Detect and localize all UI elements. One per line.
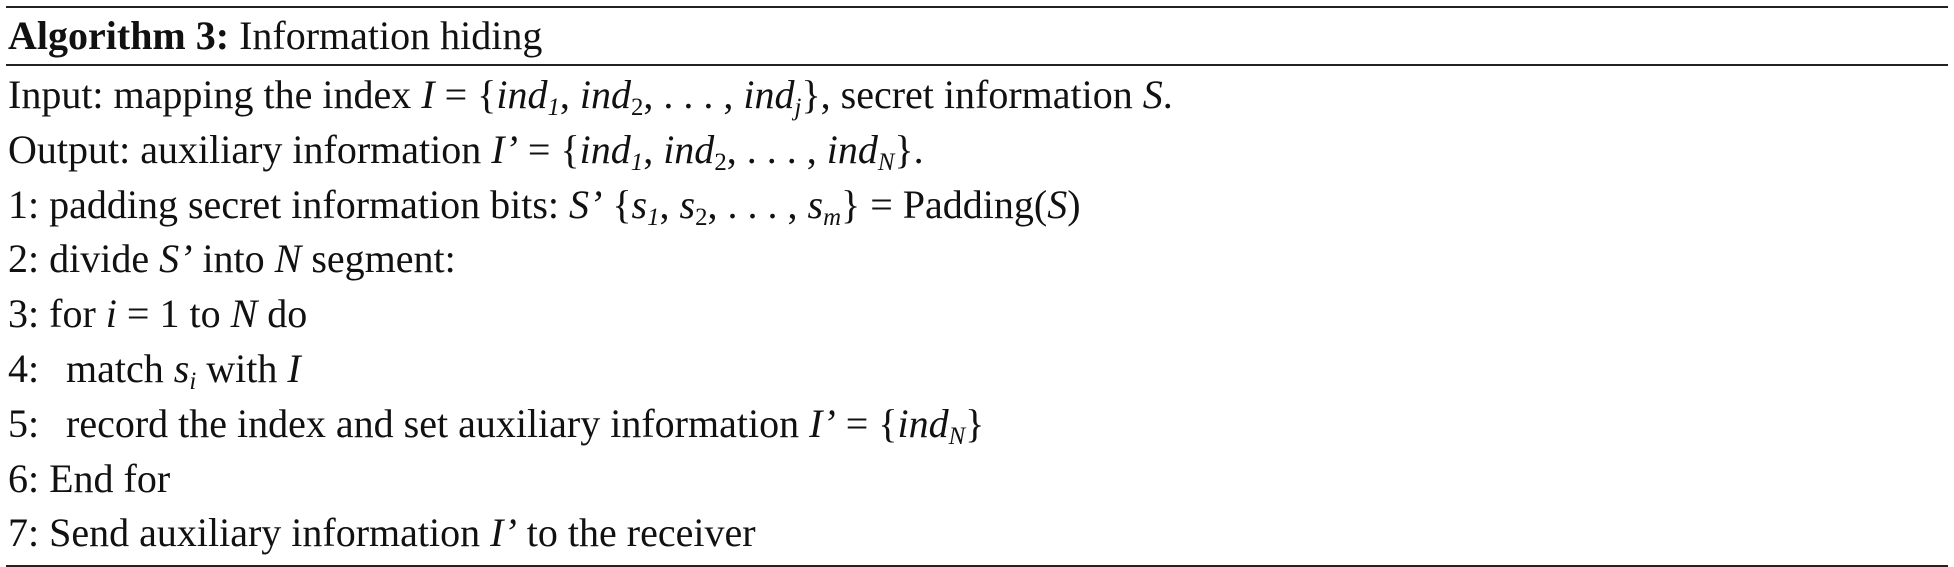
step-7: 7: Send auxiliary information I’ to the …	[6, 506, 1948, 561]
math-sub: N	[948, 422, 966, 450]
step-text: do	[257, 291, 308, 337]
step-5: 5: record the index and set auxiliary inf…	[6, 397, 1948, 452]
step-text: segment:	[301, 236, 456, 282]
math-ind: ind	[663, 126, 715, 172]
math-I-prime: I’	[809, 400, 836, 446]
math-ind: ind	[579, 72, 632, 117]
math-eq: =	[517, 126, 561, 172]
step-number: 3:	[8, 291, 40, 337]
step-number: 2:	[8, 236, 40, 282]
math-comma: ,	[707, 181, 728, 227]
input-text: Input: mapping the index	[8, 72, 422, 117]
math-comma: ,	[659, 181, 680, 227]
step-text: = 1 to	[116, 291, 231, 337]
math-rbrace: }	[965, 400, 985, 446]
input-text: .	[1162, 72, 1173, 117]
math-lbrace: {	[612, 181, 632, 227]
algorithm-body: Input: mapping the index I = {ind1, ind2…	[6, 66, 1948, 565]
math-S-prime: S’	[159, 236, 193, 282]
math-s: s	[631, 181, 648, 227]
math-i: i	[105, 291, 117, 337]
output-text: .	[913, 126, 924, 172]
math-sub: 2	[695, 203, 708, 231]
step-4: 4: match si with I	[6, 342, 1948, 397]
math-eq: =	[434, 72, 478, 117]
math-I-prime: I’	[490, 510, 517, 556]
math-ind: ind	[743, 72, 795, 117]
step-2: 2: divide S’ into N segment:	[6, 232, 1948, 287]
math-comma: ,	[643, 72, 664, 117]
step-number: 5:	[8, 400, 40, 446]
math-sub: m	[823, 203, 842, 231]
math-eq: =	[835, 400, 879, 446]
math-rbrace: }	[894, 126, 914, 172]
step-text: record the index and set auxiliary infor…	[66, 400, 810, 446]
math-lbrace: {	[878, 400, 898, 446]
math-lbrace: {	[477, 72, 497, 117]
padding-function: Padding(	[902, 181, 1048, 227]
math-ind: ind	[579, 126, 631, 172]
math-I-prime: I’	[491, 126, 518, 172]
step-3: 3: for i = 1 to N do	[6, 287, 1948, 342]
math-rbrace: }	[841, 181, 861, 227]
math-s: s	[173, 345, 190, 391]
math-ellipsis: . . . ,	[663, 72, 744, 117]
step-number: 6:	[8, 455, 40, 501]
step-6: 6: End for	[6, 452, 1948, 507]
math-sub: 1	[630, 148, 644, 176]
input-text: , secret information	[820, 72, 1143, 117]
math-comma: ,	[643, 126, 664, 172]
math-sub: 1	[547, 93, 560, 121]
math-ind: ind	[826, 126, 878, 172]
algorithm-box: Algorithm 3: Information hiding Input: m…	[6, 6, 1948, 567]
math-s: s	[807, 181, 824, 227]
math-comma: ,	[559, 72, 580, 117]
algorithm-header: Algorithm 3: Information hiding	[6, 8, 1948, 64]
math-I: I	[421, 72, 435, 117]
step-1: 1: padding secret information bits: S’ {…	[6, 178, 1948, 233]
top-rule	[6, 6, 1948, 8]
math-S: S	[1047, 181, 1068, 227]
step-text: padding secret information bits:	[49, 181, 570, 227]
input-line: Input: mapping the index I = {ind1, ind2…	[6, 68, 1948, 123]
step-text: for	[49, 291, 106, 337]
math-ind: ind	[897, 400, 949, 446]
step-text: to the receiver	[516, 510, 756, 556]
math-comma: ,	[726, 126, 747, 172]
output-text: Output: auxiliary information	[8, 126, 492, 172]
math-rbrace: }	[801, 72, 821, 117]
math-rparen: )	[1067, 181, 1081, 227]
math-sub: N	[877, 148, 895, 176]
step-number: 4:	[8, 345, 40, 391]
math-N: N	[230, 291, 258, 337]
math-S-prime: S’	[569, 181, 603, 227]
step-text: Send auxiliary information	[49, 510, 491, 556]
step-text: into	[192, 236, 275, 282]
math-lbrace: {	[560, 126, 580, 172]
math-eq: =	[860, 181, 903, 227]
math-S: S	[1142, 72, 1163, 117]
math-s: s	[679, 181, 696, 227]
math-ellipsis: . . . ,	[727, 181, 808, 227]
math-ellipsis: . . . ,	[746, 126, 827, 172]
output-line: Output: auxiliary information I’ = {ind1…	[6, 123, 1948, 178]
math-sub: i	[189, 367, 197, 395]
step-text: divide	[49, 236, 160, 282]
algorithm-title: Information hiding	[239, 13, 543, 58]
step-number: 1:	[8, 181, 40, 227]
math-I: I	[287, 345, 301, 391]
step-number: 7:	[8, 510, 40, 556]
step-text: End for	[49, 455, 171, 501]
step-text: match	[66, 345, 174, 391]
header-rule	[6, 64, 1948, 66]
step-text: with	[196, 345, 288, 391]
math-ind: ind	[496, 72, 548, 117]
math-sub: 1	[647, 203, 660, 231]
math-sub: 2	[714, 148, 727, 176]
math-sub: j	[794, 93, 802, 121]
algorithm-label: Algorithm 3:	[8, 13, 230, 58]
math-N: N	[274, 236, 302, 282]
math-sub: 2	[631, 93, 644, 121]
